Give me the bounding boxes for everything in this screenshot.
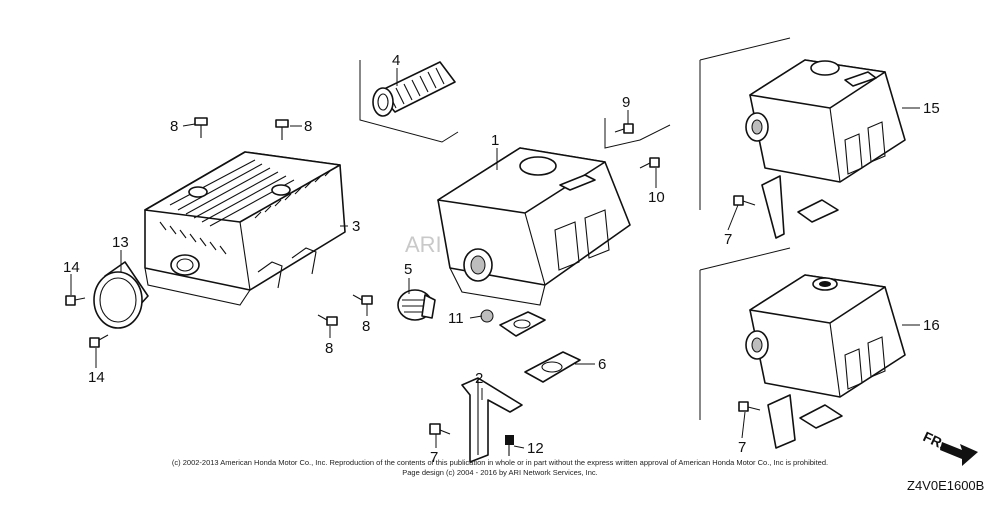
callout-4[interactable]: 4 <box>392 52 400 69</box>
nut-11[interactable] <box>480 309 494 323</box>
callout-8-left[interactable]: 8 <box>170 118 178 135</box>
bolt-9[interactable] <box>614 123 634 134</box>
bolt-8a[interactable] <box>194 117 208 138</box>
front-direction-indicator: FR. <box>921 428 978 466</box>
bolt-7c[interactable] <box>429 423 451 435</box>
callout-8-bottom[interactable]: 8 <box>325 340 333 357</box>
callout-7-top[interactable]: 7 <box>724 231 732 248</box>
bolt-8c[interactable] <box>352 294 373 305</box>
bolt-7a[interactable] <box>733 195 756 206</box>
callout-1[interactable]: 1 <box>491 132 499 149</box>
protector-cap[interactable] <box>93 261 149 329</box>
spark-arrester[interactable] <box>372 61 456 117</box>
bolt-8b[interactable] <box>275 119 289 140</box>
bolt-7b[interactable] <box>738 401 761 412</box>
muffler-assy-16[interactable] <box>745 274 906 449</box>
callout-11[interactable]: 11 <box>448 310 464 327</box>
callouts: 1 2 3 4 5 6 7 7 7 8 8 8 8 9 10 11 12 13 … <box>63 52 940 466</box>
gasket[interactable] <box>524 351 581 383</box>
callout-8-side[interactable]: 8 <box>362 318 370 335</box>
callout-10[interactable]: 10 <box>648 189 665 206</box>
callout-7-bracket[interactable]: 7 <box>430 449 438 466</box>
bolt-8d[interactable] <box>317 314 338 326</box>
callout-3[interactable]: 3 <box>352 218 360 235</box>
copyright-line-2: Page design (c) 2004 - 2016 by ARI Netwo… <box>402 468 598 477</box>
bolt-10[interactable] <box>639 157 660 169</box>
muffler-gasket[interactable] <box>499 311 546 337</box>
muffler-bracket[interactable] <box>461 377 523 463</box>
callout-15[interactable]: 15 <box>923 100 940 117</box>
callout-6[interactable]: 6 <box>598 356 606 373</box>
muffler-protector[interactable] <box>144 151 346 306</box>
callout-2[interactable]: 2 <box>475 370 483 387</box>
leader-lines <box>70 68 920 449</box>
callout-5[interactable]: 5 <box>404 261 412 278</box>
outlet-screen[interactable] <box>397 289 436 321</box>
callout-8-right[interactable]: 8 <box>304 118 312 135</box>
callout-14-bottom[interactable]: 14 <box>88 369 105 386</box>
bolt-14a[interactable] <box>65 295 86 306</box>
callout-9[interactable]: 9 <box>622 94 630 111</box>
muffler[interactable] <box>437 147 631 306</box>
front-arrow-icon <box>940 442 978 466</box>
callout-13[interactable]: 13 <box>112 234 129 251</box>
callout-16[interactable]: 16 <box>923 317 940 334</box>
callout-7-bottom[interactable]: 7 <box>738 439 746 456</box>
muffler-assy-15[interactable] <box>745 59 906 239</box>
copyright-line-1: (c) 2002-2013 American Honda Motor Co., … <box>172 458 828 467</box>
callout-14-top[interactable]: 14 <box>63 259 80 276</box>
bolt-12[interactable] <box>505 435 514 456</box>
group-frame-lines <box>359 37 791 420</box>
callout-12[interactable]: 12 <box>527 440 544 457</box>
bolt-14b[interactable] <box>89 334 109 348</box>
diagram-code: Z4V0E1600B <box>907 478 984 493</box>
